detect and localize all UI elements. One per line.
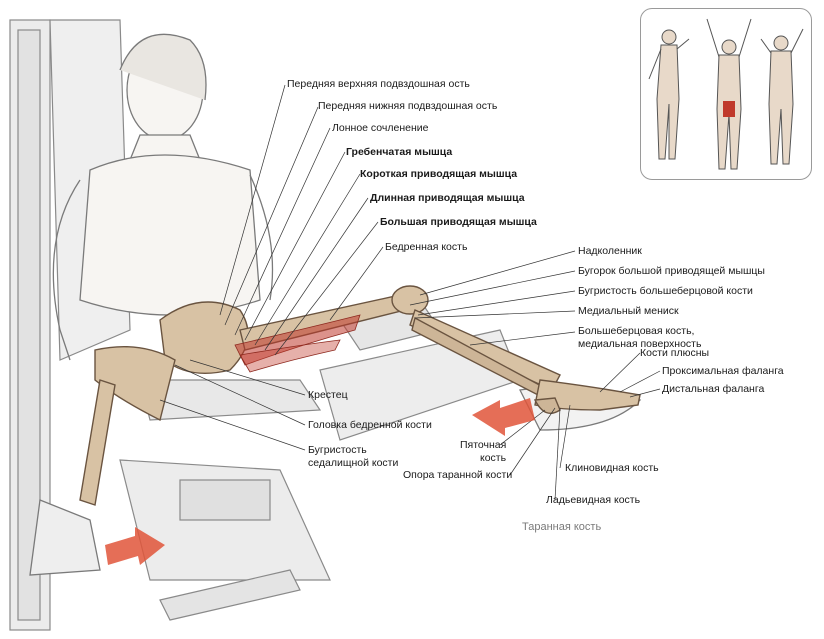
label-calcaneus-line2: кость [480,452,506,465]
anatomy-figures-icon [641,9,811,179]
label-navicular: Ладьевидная кость [546,494,640,507]
label-sustentaculum: Опора таранной кости [403,469,512,482]
label-metatarsals: Кости плюсны [640,347,709,360]
label-ischial-line1: Бугристость [308,444,367,457]
label-tibial-tuberosity: Бугристость большеберцовой кости [578,285,753,298]
label-adductor-magnus: Большая приводящая мышца [380,216,537,229]
label-talus: Таранная кость [522,521,601,534]
label-distal-phalanx: Дистальная фаланга [662,383,764,396]
label-aiis: Передняя нижняя подвздошная ость [318,100,497,113]
label-femur: Бедренная кость [385,241,467,254]
label-calcaneus-line1: Пяточная [460,439,506,452]
label-cuneiform: Клиновидная кость [565,462,659,475]
label-adductor-brevis: Короткая приводящая мышца [360,168,517,181]
label-sacrum: Крестец [308,389,348,402]
label-pectineus: Гребенчатая мышца [346,146,452,159]
label-femoral-head: Головка бедренной кости [308,419,432,432]
push-arrow-icon [472,398,535,436]
label-tibia-line1: Большеберцовая кость, [578,325,694,338]
label-proximal-phalanx: Проксимальная фаланга [662,365,784,378]
label-patella: Надколенник [578,245,642,258]
anatomy-figures-inset [640,8,812,180]
label-asis: Передняя верхняя подвздошная ость [287,78,470,91]
label-symphysis: Лонное сочленение [332,122,428,135]
label-adductor-tubercle: Бугорок большой приводящей мышцы [578,265,765,278]
label-adductor-longus: Длинная приводящая мышца [370,192,525,205]
label-ischial-line2: седалищной кости [308,457,398,470]
label-medial-meniscus: Медиальный мениск [578,305,679,318]
